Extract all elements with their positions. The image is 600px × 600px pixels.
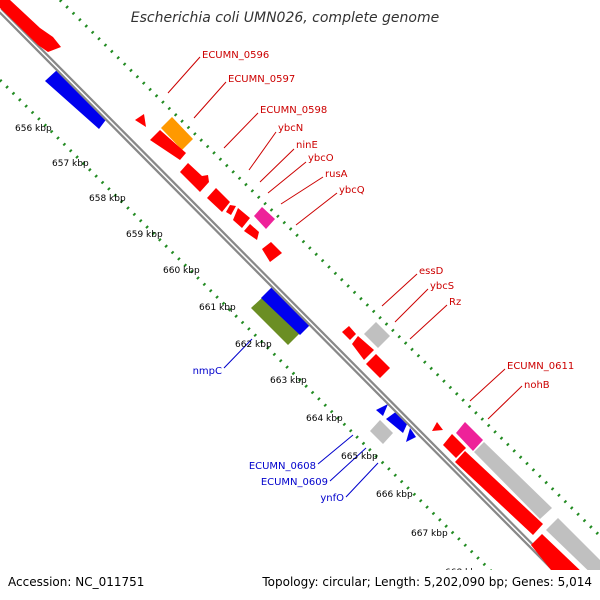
- gene-arrow-blue[interactable]: [45, 70, 108, 129]
- gene-arrow-red[interactable]: [352, 336, 374, 360]
- tick-label: 659 kbp: [126, 230, 163, 240]
- outer-grid-line: [58, 0, 600, 538]
- map-title: Escherichia coli UMN026, complete genome: [131, 10, 439, 26]
- footer-bar: [0, 570, 600, 600]
- gene-label[interactable]: rusA: [325, 169, 348, 180]
- gene-label[interactable]: essD: [419, 266, 444, 277]
- gene-arrow-red[interactable]: [233, 208, 250, 228]
- gene-arrow-red[interactable]: [180, 163, 209, 192]
- scale-ticks: 656 kbp 657 kbp 658 kbp 659 kbp 660 kbp …: [15, 124, 482, 578]
- tick-label: 656 kbp: [15, 124, 52, 134]
- tick-label: 662 kbp: [235, 340, 272, 350]
- gene-leader-lines: [167, 56, 523, 498]
- forward-gene-labels: ECUMN_0596 ECUMN_0597 ECUMN_0598 ybcN ni…: [202, 50, 574, 391]
- inner-grid-line: [0, 78, 522, 600]
- gene-label[interactable]: ybcN: [278, 123, 303, 134]
- gene-box-gray[interactable]: [546, 518, 600, 582]
- gene-arrow-red[interactable]: [226, 205, 236, 215]
- gene-label[interactable]: ECUMN_0611: [507, 361, 574, 372]
- gene-label[interactable]: ynfO: [320, 493, 344, 504]
- reverse-strand-genes: [45, 70, 416, 444]
- gene-arrow-red[interactable]: [342, 326, 356, 340]
- tick-label: 661 kbp: [199, 303, 236, 313]
- gene-label[interactable]: ybcO: [308, 153, 334, 164]
- gene-label[interactable]: ybcS: [430, 281, 454, 292]
- gene-arrow-red[interactable]: [262, 242, 282, 262]
- gene-label[interactable]: ninE: [296, 140, 318, 151]
- gene-arrow-olive[interactable]: [251, 296, 300, 345]
- gene-arrow-blue[interactable]: [406, 428, 416, 442]
- tick-label: 666 kbp: [376, 490, 413, 500]
- reverse-gene-labels: nmpC ECUMN_0608 ECUMN_0609 ynfO: [193, 366, 345, 504]
- gene-label[interactable]: Rz: [449, 297, 461, 308]
- gene-label[interactable]: ECUMN_0598: [260, 105, 327, 116]
- topology-text: Topology: circular; Length: 5,202,090 bp…: [261, 575, 592, 589]
- gene-label[interactable]: ECUMN_0597: [228, 74, 295, 85]
- gene-box-gray[interactable]: [474, 442, 552, 519]
- gene-box-magenta[interactable]: [254, 207, 275, 229]
- gene-box-gray[interactable]: [364, 322, 390, 348]
- genome-backbone-inner: [0, 9, 587, 600]
- gene-label[interactable]: nmpC: [193, 366, 222, 377]
- gene-label[interactable]: ECUMN_0608: [249, 461, 316, 472]
- gene-arrow-red[interactable]: [443, 434, 466, 458]
- gene-arrow-red[interactable]: [432, 422, 443, 431]
- gene-arrow-red[interactable]: [455, 451, 543, 535]
- gene-arrow-red[interactable]: [135, 114, 146, 127]
- tick-label: 664 kbp: [306, 414, 343, 424]
- tick-label: 658 kbp: [89, 194, 126, 204]
- gene-arrow-red[interactable]: [366, 354, 390, 378]
- tick-label: 663 kbp: [270, 376, 307, 386]
- gene-label[interactable]: ECUMN_0609: [261, 477, 328, 488]
- tick-label: 665 kbp: [341, 452, 378, 462]
- gene-box-gray[interactable]: [370, 420, 393, 444]
- gene-arrow-blue[interactable]: [261, 286, 312, 335]
- tick-label: 660 kbp: [163, 266, 200, 276]
- gene-box-orange[interactable]: [161, 117, 193, 150]
- gene-arrow-red[interactable]: [150, 130, 186, 160]
- gene-arrow-red[interactable]: [207, 188, 230, 212]
- gene-label[interactable]: ybcQ: [339, 185, 365, 196]
- tick-label: 667 kbp: [411, 529, 448, 539]
- gene-box-magenta[interactable]: [456, 422, 483, 451]
- gene-arrow-red[interactable]: [244, 224, 259, 240]
- gene-label[interactable]: ECUMN_0596: [202, 50, 269, 61]
- accession-text: Accession: NC_011751: [8, 575, 144, 589]
- tick-label: 657 kbp: [52, 159, 89, 169]
- gene-arrow-blue[interactable]: [376, 404, 388, 416]
- gene-label[interactable]: nohB: [524, 380, 550, 391]
- gene-arrow-red[interactable]: [0, 0, 61, 52]
